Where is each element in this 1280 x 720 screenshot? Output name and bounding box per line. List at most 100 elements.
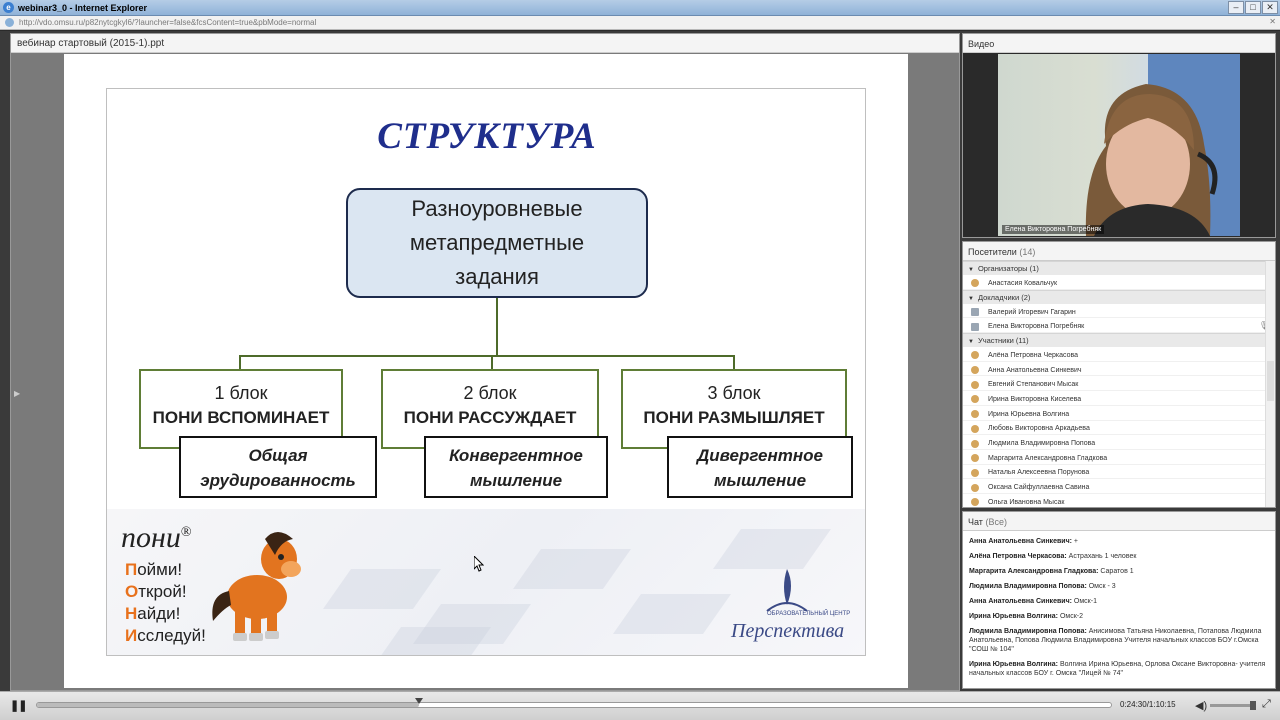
slogan-word: айди! bbox=[137, 604, 181, 623]
slogan-letter: И bbox=[125, 626, 138, 645]
window-titlebar: e webinar3_0 - Internet Explorer – □ ✕ bbox=[0, 0, 1280, 16]
visitors-title: Посетители bbox=[968, 247, 1017, 257]
fullscreen-icon[interactable]: ⤢ bbox=[1262, 698, 1271, 710]
volume-slider[interactable] bbox=[1210, 701, 1256, 710]
list-item[interactable]: Елена Викторовна Погребняк 🎙 bbox=[963, 318, 1275, 334]
person-name: Оксана Сайфуллаевна Савина bbox=[988, 484, 1090, 492]
volume-icon[interactable]: ◀) bbox=[1195, 700, 1208, 712]
visitors-header: Посетители (14) bbox=[963, 242, 1275, 261]
chat-scope[interactable]: (Все) bbox=[985, 517, 1007, 527]
list-item[interactable]: Анастасия Ковальчук bbox=[963, 275, 1275, 290]
list-item[interactable]: Оксана Сайфуллаевна Савина bbox=[963, 479, 1275, 494]
sub-line: мышление bbox=[469, 471, 563, 490]
chat-message: Анна Анатольевна Синкевич: Омск-1 bbox=[969, 597, 1269, 606]
collapse-triangle-icon: ▼ bbox=[968, 339, 974, 346]
scrollbar-thumb[interactable] bbox=[1267, 361, 1274, 401]
sub-line: Конвергентное bbox=[449, 446, 583, 465]
chat-author: Анна Анатольевна Синкевич: bbox=[969, 598, 1072, 605]
collapse-triangle-icon: ▼ bbox=[968, 295, 974, 302]
sub-line: эрудированность bbox=[200, 471, 356, 490]
visitors-scrollbar[interactable] bbox=[1265, 261, 1275, 507]
slide-panel-title: вебинар стартовый (2015-1).ppt bbox=[11, 34, 959, 53]
slogan-word: ойми! bbox=[137, 560, 183, 579]
block-name: ПОНИ РАЗМЫШЛЯЕТ bbox=[643, 408, 825, 427]
chat-messages: Анна Анатольевна Синкевич: + Алёна Петро… bbox=[963, 531, 1275, 678]
chat-author: Анна Анатольевна Синкевич: bbox=[969, 538, 1072, 545]
chat-author: Людмила Владимировна Попова: bbox=[969, 628, 1087, 635]
list-item[interactable]: Ирина Юрьевна Волгина bbox=[963, 406, 1275, 421]
slogan-letter: Н bbox=[125, 604, 138, 623]
poni-logo: пони® bbox=[121, 521, 192, 555]
block-number: 1 блок bbox=[214, 383, 268, 403]
user-icon bbox=[971, 439, 979, 448]
list-item[interactable]: Алёна Петровна Черкасова bbox=[963, 347, 1275, 362]
chat-author: Алёна Петровна Черкасова: bbox=[969, 553, 1067, 560]
ie-icon: e bbox=[3, 2, 14, 13]
chat-text: Омск-2 bbox=[1058, 613, 1084, 620]
user-icon bbox=[971, 498, 979, 507]
block-name: ПОНИ ВСПОМИНАЕТ bbox=[152, 408, 330, 427]
microphone-icon[interactable]: 🎙 bbox=[1258, 321, 1269, 331]
mouse-cursor-icon bbox=[474, 556, 484, 572]
slide-panel: вебинар стартовый (2015-1).ppt СТРУКТУРА… bbox=[10, 33, 960, 691]
list-item[interactable]: Людмила Владимировна Попова bbox=[963, 435, 1275, 450]
group-speakers[interactable]: ▼Докладчики (2) bbox=[963, 289, 1275, 304]
registered-mark: ® bbox=[180, 525, 192, 540]
list-item[interactable]: Анна Анатольевна Синкевич bbox=[963, 362, 1275, 377]
chat-message: Анна Анатольевна Синкевич: + bbox=[969, 537, 1269, 546]
chat-message: Алёна Петровна Черкасова: Астрахань 1 че… bbox=[969, 552, 1269, 561]
seek-handle[interactable] bbox=[415, 698, 424, 704]
block-2-sub: Конвергентное мышление bbox=[424, 436, 608, 498]
list-item[interactable]: Маргарита Александровна Гладкова bbox=[963, 450, 1275, 465]
block-3-sub: Дивергентное мышление bbox=[667, 436, 853, 498]
person-name: Любовь Викторовна Аркадьева bbox=[988, 425, 1090, 433]
person-name: Людмила Владимировна Попова bbox=[988, 440, 1096, 448]
list-item[interactable]: Евгений Степанович Мысак bbox=[963, 376, 1275, 392]
list-item[interactable]: Любовь Викторовна Аркадьева bbox=[963, 421, 1275, 436]
user-icon bbox=[971, 410, 979, 419]
block-1-sub: Общая эрудированность bbox=[179, 436, 377, 498]
chat-title: Чат bbox=[968, 517, 983, 527]
sub-line: Общая bbox=[248, 446, 308, 465]
perspektiva-logo: ОБРАЗОВАТЕЛЬНЫЙ ЦЕНТР Перспектива bbox=[727, 565, 865, 645]
chat-header: Чат (Все) bbox=[963, 512, 1275, 531]
maximize-button[interactable]: □ bbox=[1245, 1, 1261, 14]
video-feed[interactable]: Елена Викторовна Погребняк bbox=[998, 54, 1240, 236]
user-icon bbox=[971, 424, 979, 433]
list-item[interactable]: Ирина Викторовна Киселева bbox=[963, 391, 1275, 406]
quill-icon bbox=[766, 569, 808, 612]
chat-text: Омск-1 bbox=[1071, 598, 1097, 605]
pony-mascot-icon bbox=[212, 532, 301, 641]
list-item[interactable]: Наталья Алексеевна Порунова bbox=[963, 465, 1275, 480]
seek-progress bbox=[37, 703, 420, 707]
person-name: Алёна Петровна Черкасова bbox=[988, 351, 1079, 359]
window-title: webinar3_0 - Internet Explorer bbox=[18, 2, 148, 13]
connector-line bbox=[496, 298, 498, 356]
chat-author: Маргарита Александровна Гладкова: bbox=[969, 568, 1099, 575]
url-text: http://vdo.omsu.ru/p82nytcgkyl6/?launche… bbox=[19, 18, 317, 27]
address-bar[interactable]: http://vdo.omsu.ru/p82nytcgkyl6/?launche… bbox=[0, 16, 1280, 30]
group-label: Организаторы (1) bbox=[977, 264, 1039, 273]
person-name: Ольга Ивановна Мысак bbox=[988, 498, 1065, 506]
volume-handle[interactable] bbox=[1250, 701, 1256, 710]
block-1: 1 блок ПОНИ ВСПОМИНАЕТ bbox=[139, 369, 343, 449]
connector-line bbox=[491, 355, 493, 369]
pause-button[interactable]: ❚❚ bbox=[10, 700, 27, 712]
seek-bar[interactable] bbox=[36, 698, 1112, 708]
connector-line bbox=[239, 355, 735, 357]
list-item[interactable]: Ольга Ивановна Мысак bbox=[963, 494, 1275, 507]
person-name: Елена Викторовна Погребняк bbox=[988, 323, 1085, 331]
video-panel: Видео Елена Викторовна Погребняк bbox=[962, 33, 1276, 238]
slide-title: СТРУКТУРА bbox=[377, 116, 597, 157]
user-icon bbox=[971, 351, 979, 360]
group-participants[interactable]: ▼Участники (11) bbox=[963, 333, 1275, 348]
panel-collapse-icon[interactable]: ▶ bbox=[14, 389, 21, 398]
minimize-button[interactable]: – bbox=[1228, 1, 1244, 14]
chat-text: Волгина Ирина Юрьевна, Орлова Оксане Вик… bbox=[969, 661, 1266, 677]
list-item[interactable]: Валерий Игоревич Гагарин bbox=[963, 304, 1275, 319]
person-name: Ирина Юрьевна Волгина bbox=[988, 410, 1070, 418]
visitors-panel: Посетители (14) ▼Организаторы (1) Анаста… bbox=[962, 241, 1276, 508]
close-button[interactable]: ✕ bbox=[1262, 1, 1278, 14]
close-address-icon[interactable]: ✕ bbox=[1269, 17, 1276, 26]
group-organizers[interactable]: ▼Организаторы (1) bbox=[963, 261, 1275, 275]
